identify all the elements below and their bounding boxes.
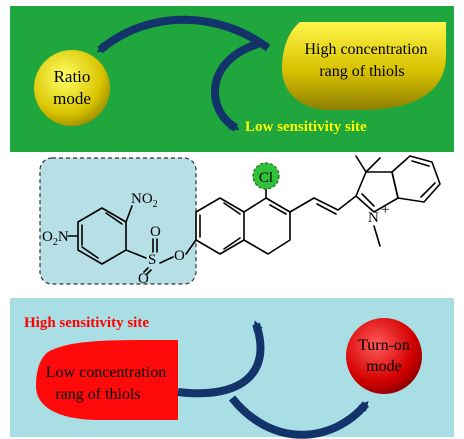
turn-on-label-line2: mode xyxy=(366,358,402,375)
chlorine-circle xyxy=(252,162,280,190)
high-concentration-shape xyxy=(282,22,446,110)
no2-top-label: NO2 xyxy=(131,191,158,210)
low-concentration-label-line2: rang of thiols xyxy=(55,386,140,403)
probe-molecule: NO2 O2N S O O O Cl xyxy=(39,155,441,287)
ratio-mode-label-line2: mode xyxy=(53,89,91,108)
low-concentration-shape xyxy=(36,340,178,420)
low-sensitivity-site-label: Low sensitivity site xyxy=(245,119,367,135)
chlorine-label: Cl xyxy=(259,170,273,186)
low-concentration-label-line1: Low concentration xyxy=(46,364,166,381)
indolium-nitrogen: N xyxy=(368,210,379,226)
top-arrow-left xyxy=(96,15,271,54)
turn-on-mode-circle xyxy=(346,318,422,394)
sulfonyl-oxygen-bottom: O xyxy=(138,271,149,287)
high-concentration-label-line1: High concentration xyxy=(304,41,427,58)
ratio-mode-label-line1: Ratio xyxy=(54,67,91,86)
bottom-arrow-up xyxy=(177,320,265,398)
high-sensitivity-site-label: High sensitivity site xyxy=(24,315,149,331)
sulfur-label: S xyxy=(148,252,156,268)
bottom-arrow-right xyxy=(228,395,370,439)
indolium-charge: + xyxy=(381,202,389,218)
top-arrow-down xyxy=(210,40,260,132)
ratio-mode-circle xyxy=(34,50,110,126)
ester-oxygen-label: O xyxy=(174,248,185,264)
sulfonyl-oxygen-top: O xyxy=(150,224,161,240)
turn-on-label-line1: Turn-on xyxy=(358,337,410,354)
no2-left-label: O2N xyxy=(42,229,69,248)
high-concentration-label-line2: rang of thiols xyxy=(319,63,404,80)
